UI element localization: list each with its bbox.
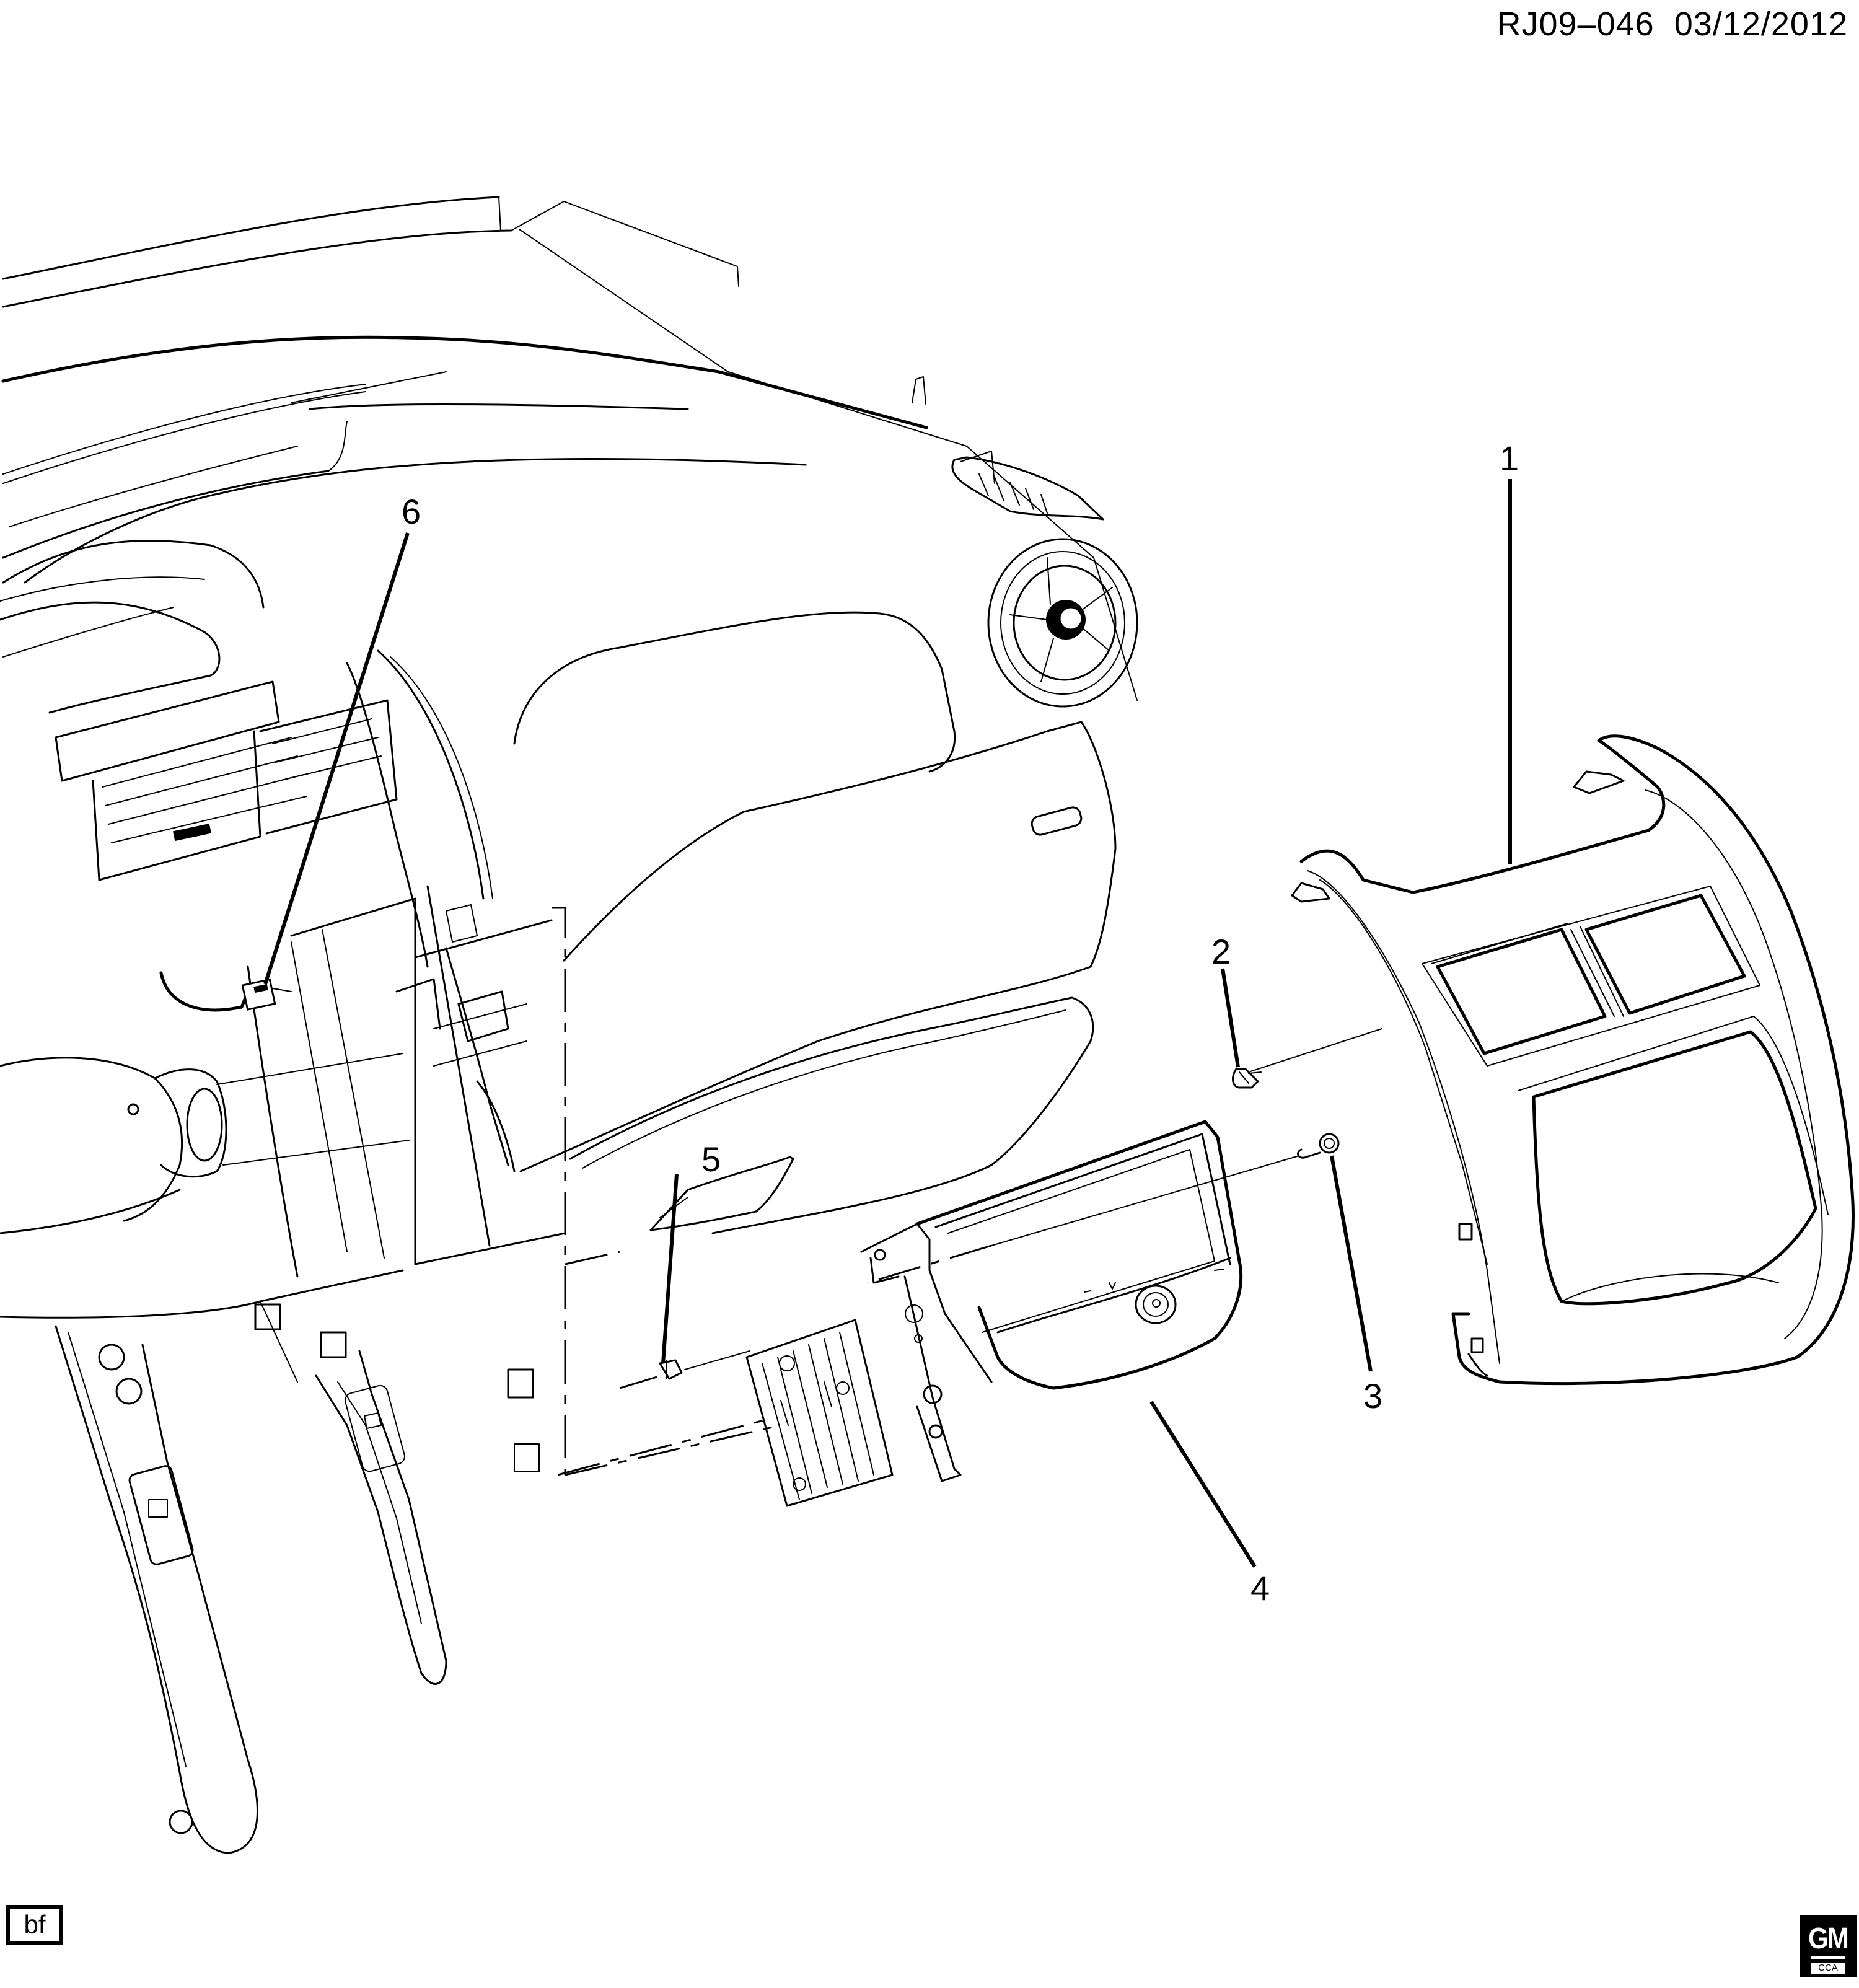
leader-2 bbox=[1221, 968, 1240, 1068]
callout-3: 3 bbox=[1363, 1376, 1383, 1415]
callout-leaders bbox=[263, 479, 1512, 1568]
instrument-panel-frame bbox=[247, 885, 527, 1278]
gm-logo-subtext: CCA bbox=[1811, 1963, 1845, 1974]
gm-logo-bar bbox=[1811, 1956, 1845, 1959]
diagram-date: 03/12/2012 bbox=[1674, 6, 1848, 43]
callout-6: 6 bbox=[402, 492, 421, 531]
callout-5: 5 bbox=[701, 1140, 721, 1179]
leader-6 bbox=[263, 532, 410, 985]
leader-4 bbox=[1149, 1401, 1257, 1568]
round-air-vent bbox=[987, 538, 1138, 708]
bolt-part bbox=[867, 1133, 1340, 1284]
leader-3 bbox=[1330, 1155, 1373, 1372]
gm-logo-text: GM bbox=[1808, 1921, 1849, 1955]
illustrator-tag-text: bf bbox=[24, 1910, 46, 1939]
radio-display-module-part bbox=[745, 1120, 1243, 1507]
gm-logo: GM CCA bbox=[1800, 1915, 1857, 1977]
leader-5 bbox=[661, 1174, 679, 1364]
center-air-vents bbox=[0, 540, 493, 968]
retainer-clip-part bbox=[1232, 1028, 1382, 1089]
diagram-reference-code: RJ09–046 03/12/2012 bbox=[1497, 5, 1848, 43]
illustrator-tag: bf bbox=[6, 1905, 63, 1945]
nut-clip-part bbox=[557, 1350, 769, 1476]
callout-1: 1 bbox=[1500, 439, 1519, 478]
lower-support-brackets bbox=[55, 1303, 540, 1854]
steering-column-housing bbox=[0, 1053, 410, 1383]
diagram-code: RJ09–046 bbox=[1496, 6, 1655, 43]
reference-boxes bbox=[290, 897, 781, 1476]
callout-2: 2 bbox=[1211, 932, 1231, 971]
center-bezel-trim-plate-part bbox=[1291, 734, 1855, 1386]
electrical-connector-part bbox=[159, 971, 292, 1012]
side-air-vent-slot bbox=[951, 456, 1104, 521]
callout-4: 4 bbox=[1250, 1568, 1270, 1608]
right-dash-panel bbox=[513, 611, 1117, 1234]
instrument-panel-upper bbox=[1, 196, 1138, 701]
